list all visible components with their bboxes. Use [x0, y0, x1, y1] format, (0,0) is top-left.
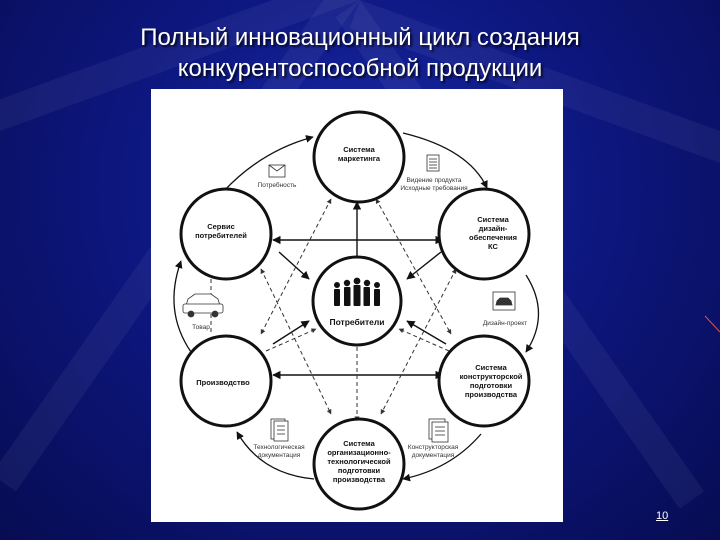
innovation-cycle-diagram: Система маркетинга Система дизайн- обесп…: [173, 110, 540, 511]
design-line-3: обеспечения: [469, 233, 517, 242]
cycle-arrow-production-service: [173, 260, 192, 353]
dashed-link-design-technological: [380, 268, 457, 415]
tech-docs-icon: [270, 418, 289, 442]
constructor-line-4: производства: [465, 390, 518, 399]
design-line-4: КС: [488, 242, 498, 251]
node-marketing: [312, 110, 406, 204]
node-service: [179, 187, 273, 281]
marketing-line-2: маркетинга: [338, 154, 381, 163]
consumers-label: Потребители: [329, 317, 384, 327]
marketing-line-1: Система: [343, 145, 375, 154]
technological-line-1: Система: [343, 439, 375, 448]
design-line-1: Система: [477, 215, 509, 224]
constructor-line-2: конструкторской: [460, 372, 523, 381]
title-line-1: Полный инновационный цикл создания: [140, 24, 580, 51]
title-line-2: конкурентоспособной продукции: [177, 55, 543, 82]
design-project-car-icon: [492, 291, 516, 311]
technological-line-2: организационно-: [327, 448, 391, 457]
label-design-project: Дизайн-проект: [483, 319, 527, 327]
design-docs-icon: [428, 418, 449, 443]
constructor-line-1: Система: [475, 363, 507, 372]
technological-line-4: подготовки: [338, 466, 381, 475]
constructor-line-3: подготовки: [470, 381, 513, 390]
label-design-docs-1: Конструкторская: [408, 444, 459, 451]
page-number: 10: [656, 510, 669, 522]
cycle-arrow-constructor-technological: [402, 433, 482, 482]
link-production-consumers: [272, 320, 310, 345]
node-design: [437, 187, 531, 281]
diagram-panel: Система маркетинга Система дизайн- обесп…: [151, 89, 563, 522]
label-vision-1: Видение продукта: [406, 177, 461, 184]
design-line-2: дизайн-: [479, 224, 508, 233]
technological-line-3: технологической: [327, 457, 391, 466]
dashed-link-production-consumers: [265, 328, 317, 352]
slide-title: Полный инновационный цикл создания конку…: [0, 22, 720, 84]
label-tech-docs-2: документация: [258, 452, 301, 459]
label-vision-2: Исходные требования: [400, 184, 468, 192]
label-design-docs-2: документация: [412, 452, 455, 459]
node-production: [179, 334, 273, 428]
cycle-arrow-technological-production: [236, 431, 315, 480]
dashed-link-service-technological: [260, 268, 332, 415]
document-icon: [426, 154, 440, 172]
label-tech-docs-1: Технологическая: [253, 444, 305, 451]
label-need: Потребность: [258, 181, 297, 189]
link-design-consumers: [406, 251, 442, 280]
label-product: Товар: [192, 324, 210, 331]
service-line-1: Сервис: [207, 222, 235, 231]
technological-line-5: производства: [333, 475, 386, 484]
node-technological: [312, 417, 406, 511]
link-service-consumers: [278, 251, 310, 280]
dashed-link-constructor-consumers: [398, 328, 450, 352]
node-constructor: [437, 334, 531, 428]
cycle-arrow-design-constructor: [525, 274, 540, 353]
product-car-icon: [182, 293, 224, 318]
cycle-arrow-service-marketing: [222, 135, 314, 193]
link-constructor-consumers: [406, 320, 447, 345]
people-icon: [334, 277, 380, 306]
envelope-icon: [268, 164, 286, 178]
service-line-2: потребителей: [195, 231, 247, 240]
production-line-1: Производство: [196, 378, 250, 387]
cycle-arrow-marketing-design: [402, 132, 488, 189]
